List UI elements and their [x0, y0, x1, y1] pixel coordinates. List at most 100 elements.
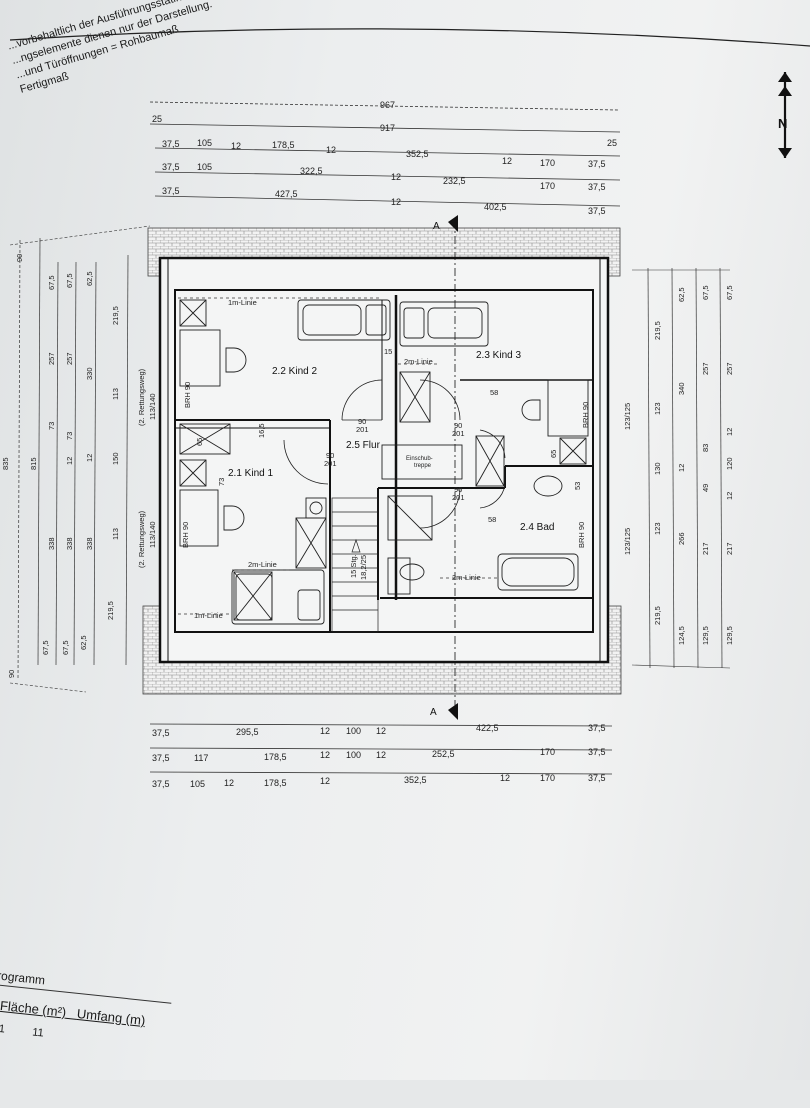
north-arrow-icon: N: [778, 72, 792, 158]
dim-label: 12: [85, 454, 94, 462]
dim-label: 37,5: [152, 753, 170, 763]
section-marker: A: [433, 221, 440, 232]
plan-label: 15: [384, 347, 392, 356]
dim-label: 12: [224, 778, 234, 788]
dim-label: 12: [391, 197, 401, 207]
dim-label: 105: [197, 138, 212, 148]
dim-label: 67,5: [47, 275, 56, 290]
dim-label: 178,5: [272, 140, 295, 150]
dim-label: 90: [15, 254, 24, 262]
section-arrow-icon: [448, 703, 458, 720]
dim-label: 352,5: [404, 775, 427, 785]
dim-label: 330: [85, 367, 94, 380]
dim-label: 73: [47, 422, 56, 430]
dim-label: 12: [391, 172, 401, 182]
room-label: 2.1 Kind 1: [228, 468, 273, 479]
dim-label: 123: [653, 402, 662, 415]
plan-label: 16,5: [257, 423, 266, 438]
dim-label: 120: [725, 457, 734, 470]
dim-label: 100: [346, 750, 361, 760]
dim-label: 402,5: [484, 202, 507, 212]
dim-label: 12: [500, 773, 510, 783]
height-lines: [178, 297, 498, 615]
right-dimensions: 123/125 123/125 219,5 123 130 123 219,5 …: [623, 267, 734, 669]
plan-label: 65: [549, 450, 558, 458]
door-swings: [283, 379, 506, 529]
plan-label: 90: [358, 417, 366, 426]
plan-label: 18,2/25: [359, 555, 368, 580]
dim-label: 150: [111, 452, 120, 465]
plan-label: 201: [324, 459, 337, 468]
plan-label: 1m-Linie: [228, 298, 257, 307]
plan-label: 113/140: [148, 393, 157, 420]
dim-label: 219,5: [111, 306, 120, 325]
dim-label: 219,5: [653, 321, 662, 340]
plan-label: 201: [452, 493, 465, 502]
bottom-dimensions: 37,5 295,5 12 100 12 422,5 37,5 37,5 117…: [149, 723, 613, 789]
section-arrow-icon: [448, 215, 458, 232]
plan-label: BRH 90: [183, 382, 192, 408]
dim-label: 62,5: [79, 635, 88, 650]
dim-label: 12: [320, 726, 330, 736]
dim-label: 67,5: [701, 285, 710, 300]
room-label: 2.3 Kind 3: [476, 350, 521, 361]
dim-label: 12: [326, 145, 336, 155]
dim-label: 257: [65, 352, 74, 365]
dim-label: 37,5: [162, 162, 180, 172]
dim-label: 178,5: [264, 752, 287, 762]
plan-label: 90: [326, 451, 334, 460]
legend-cell: 11: [31, 1026, 45, 1040]
plan-label: 73: [217, 478, 226, 486]
plan-label: 2m-Linie: [404, 357, 433, 366]
dim-overall: 967: [380, 100, 395, 110]
dim-label: 338: [85, 537, 94, 550]
dim-label: 37,5: [588, 182, 606, 192]
plan-label: 201: [452, 429, 465, 438]
legend-cell: d 1: [0, 1022, 6, 1036]
dim-label: 25: [152, 114, 162, 124]
dim-label: 170: [540, 158, 555, 168]
plan-label: BRH 90: [581, 402, 590, 428]
plan-label: Einschub-: [406, 456, 433, 462]
plan-label: 201: [356, 425, 369, 434]
section-marker: A: [430, 707, 437, 718]
shafts: [179, 299, 587, 621]
dim-label: 62,5: [85, 271, 94, 286]
room-label: 2.4 Bad: [520, 522, 554, 533]
dim-label: 266: [677, 532, 686, 545]
sheet-frame-top: [9, 28, 810, 47]
dim-label: 123: [653, 522, 662, 535]
floor-plan-drawing: N 967 25 917 25 37,5 105 12 178,5 12 352…: [1, 28, 810, 789]
dim-label: 12: [725, 492, 734, 500]
dim-label: 295,5: [236, 727, 259, 737]
dim-label: 835: [1, 457, 10, 470]
dim-label: 815: [29, 457, 38, 470]
dim-label: 67,5: [725, 285, 734, 300]
dim-label: 12: [231, 141, 241, 151]
staircase: [331, 497, 379, 633]
dim-label: 170: [540, 747, 555, 757]
dim-label: 37,5: [588, 159, 606, 169]
plan-label: 58: [490, 388, 498, 397]
dim-label: 105: [190, 779, 205, 789]
legend-col-perimeter: Umfang (m): [76, 1005, 147, 1029]
dim-label: 12: [320, 750, 330, 760]
dim-label: 427,5: [275, 189, 298, 199]
dim-label: 170: [540, 181, 555, 191]
dim-label: 37,5: [152, 728, 170, 738]
dim-label: 12: [320, 776, 330, 786]
room-program-legend: rogramm Fläche (m²) Umfang (m) d 1 11: [0, 968, 193, 1108]
room-label: 2.2 Kind 2: [272, 366, 317, 377]
plan-label: 65: [195, 438, 204, 446]
dim-label: 113: [111, 528, 120, 540]
dim-label: 37,5: [162, 139, 180, 149]
dim-label: 62,5: [677, 287, 686, 302]
plan-label: BRH 90: [577, 522, 586, 548]
dim-label: 178,5: [264, 778, 287, 788]
plan-label: 58: [488, 515, 496, 524]
dim-label: 257: [701, 362, 710, 375]
dim-label: 232,5: [443, 176, 466, 186]
dim-label: 217: [701, 542, 710, 555]
dim-label: 83: [701, 444, 710, 452]
dim-label: 124,5: [677, 626, 686, 645]
